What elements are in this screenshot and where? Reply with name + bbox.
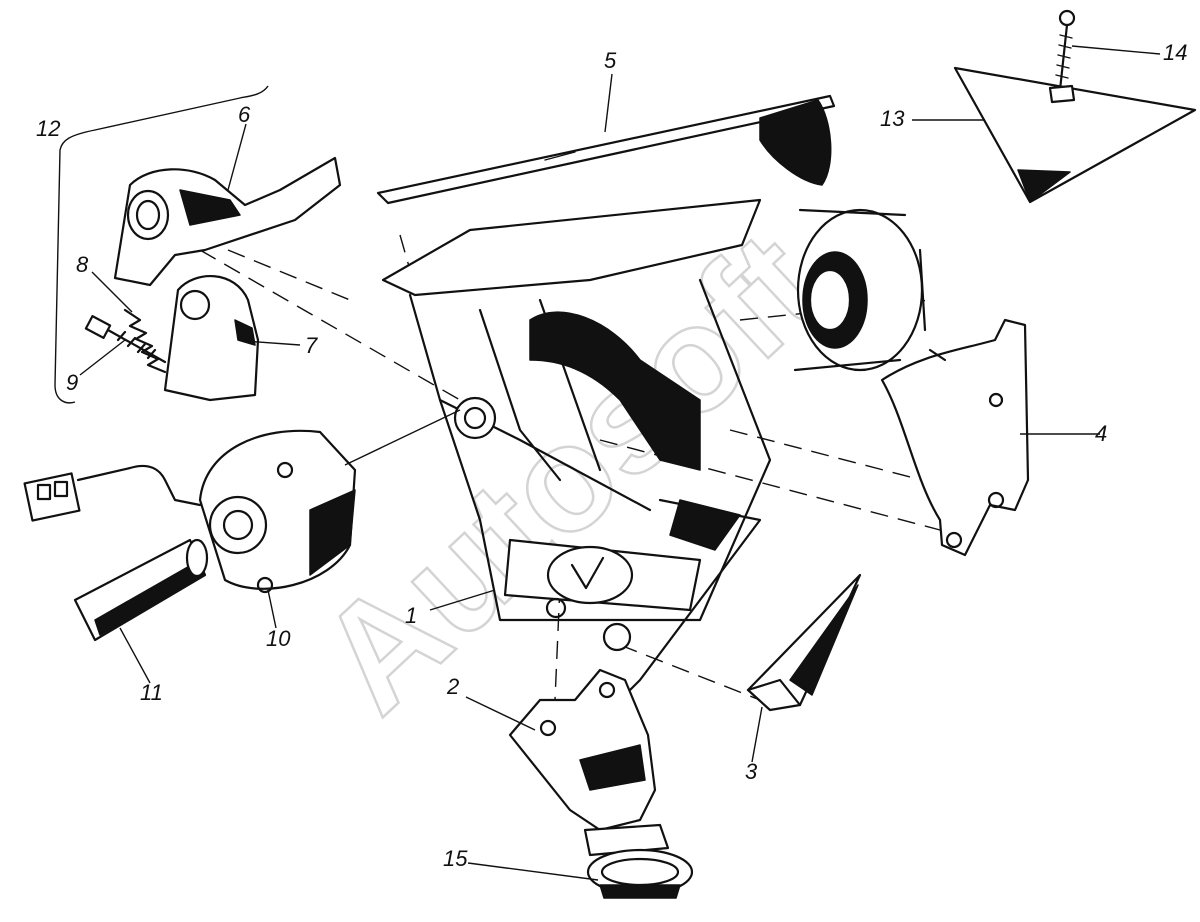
callout-14: 14 — [1163, 40, 1187, 65]
callout-10: 10 — [266, 626, 291, 651]
callout-7: 7 — [305, 333, 318, 358]
callout-13: 13 — [880, 106, 905, 131]
part-2-lower-bracket — [508, 668, 670, 857]
group-12-bracket — [54, 85, 269, 404]
callout-15: 15 — [443, 846, 468, 871]
part-8-spring — [123, 308, 167, 374]
part-11-shaft — [73, 538, 209, 642]
callout-12: 12 — [36, 116, 60, 141]
callout-5: 5 — [604, 48, 617, 73]
part-9-bolt — [84, 315, 167, 364]
electrical-connector — [23, 464, 202, 522]
callout-1: 1 — [405, 603, 417, 628]
part-6-lever-cap — [113, 156, 342, 287]
part-10-switch-housing — [198, 429, 357, 594]
callout-6: 6 — [238, 102, 251, 127]
part-5-top-cover — [376, 94, 836, 205]
callout-9: 9 — [66, 370, 78, 395]
callout-4: 4 — [1095, 421, 1107, 446]
callout-3: 3 — [745, 759, 758, 784]
part-3-pointed-duct — [746, 573, 862, 712]
part-15-clamp-ring — [586, 848, 694, 899]
part-7-latch — [163, 275, 260, 402]
part-1-housing — [381, 198, 772, 692]
callout-8: 8 — [76, 252, 89, 277]
callout-labels: 1 2 3 4 5 6 7 8 9 10 11 12 13 14 15 — [36, 40, 1187, 871]
leader-lines — [79, 45, 1161, 881]
callout-2: 2 — [446, 674, 459, 699]
part-4-side-plate — [880, 318, 1030, 557]
part-14-screw — [1048, 9, 1076, 104]
toothed-fan-wheel — [793, 208, 927, 372]
callout-11: 11 — [140, 680, 163, 705]
part-13-triangular-panel — [953, 66, 1197, 204]
